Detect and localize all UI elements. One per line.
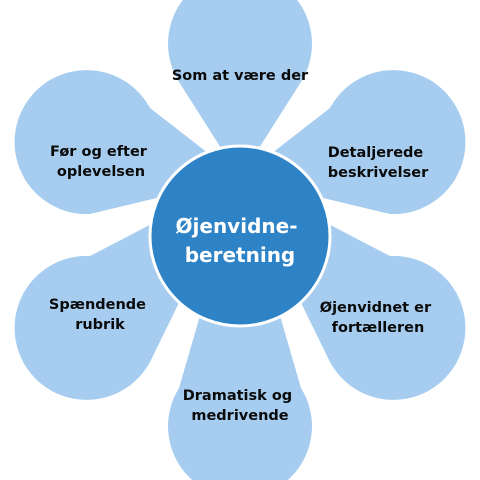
- petal-upper-left-label: Før og efter oplevelsen: [50, 144, 152, 180]
- petal-top: Som at være der: [168, 0, 312, 178]
- center-label: Øjenvidne- beretning: [176, 214, 305, 267]
- petal-bottom: Dramatisk og medrivende: [168, 178, 312, 480]
- petal-bottom-label: Dramatisk og medrivende: [183, 388, 298, 424]
- petal-lower-right-label: Øjenvidnet er fortælleren: [320, 300, 436, 336]
- center-circle: [148, 144, 332, 328]
- petal-upper-right-label: Detaljerede beskrivelser: [328, 145, 429, 181]
- petal-top-shape: [168, 0, 312, 178]
- petal-lower-left-label: Spændende rubrik: [49, 297, 151, 333]
- petal-bottom-shape: [168, 178, 312, 480]
- petal-top-label: Som at være der: [172, 68, 309, 84]
- center-node: Øjenvidne- beretning: [148, 144, 332, 328]
